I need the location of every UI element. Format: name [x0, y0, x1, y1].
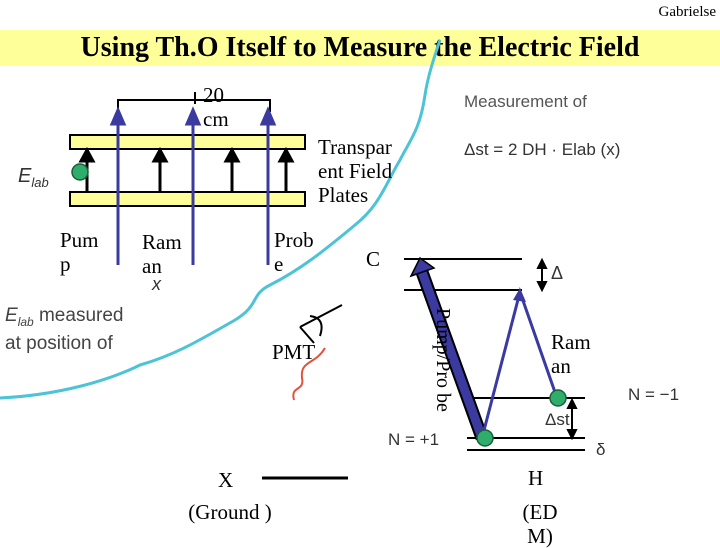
- delta-label: Δ: [551, 263, 564, 283]
- h-state-label: H: [528, 466, 544, 490]
- x-state-sub-label: (Ground ): [188, 500, 272, 524]
- molecule-n-plus: [476, 429, 494, 447]
- x-state-label: X: [218, 468, 234, 492]
- measurement-equation: Δst = 2 DH · Elab (x): [464, 140, 621, 159]
- molecule-flight-path: [0, 39, 442, 400]
- efield-label: Elab: [18, 165, 49, 190]
- n-plus-label: N = +1: [388, 430, 440, 449]
- pmt-eye-icon: [299, 304, 343, 344]
- distance-label: 20 cm: [203, 83, 229, 131]
- pump-beam-head: [109, 106, 127, 126]
- molecule-dot: [71, 163, 89, 181]
- field-arrows: [78, 146, 295, 191]
- delta-st-label: Δst: [545, 410, 570, 429]
- c-state-label: C: [366, 247, 381, 271]
- raman-beam-head: [184, 106, 202, 126]
- probe-beam-head: [259, 106, 277, 126]
- pump-probe-label: Pump/Pro be: [432, 308, 454, 412]
- top-field-plate: [69, 134, 306, 150]
- level-raman-label: Ram an: [551, 330, 591, 378]
- molecule-n-minus: [549, 389, 567, 407]
- pump-label: Pum p: [60, 228, 99, 276]
- pump-probe-arrow-head: [409, 256, 436, 278]
- title-banner: [0, 30, 720, 66]
- raman-label: Ram an: [142, 230, 182, 278]
- pmt-signal-wave: [292, 347, 326, 401]
- plates-label: Transpar ent Field Plates: [318, 135, 393, 207]
- measured-note-line2: at position of: [5, 333, 113, 354]
- probe-label: Prob e: [274, 228, 314, 276]
- x-axis-symbol: x: [152, 274, 161, 294]
- pmt-label: PMT: [272, 340, 316, 364]
- delta-small-label: δ: [596, 440, 606, 459]
- measurement-heading: Measurement of: [464, 92, 587, 111]
- bottom-field-plate: [69, 191, 306, 207]
- pmt-lens-icon: [309, 315, 323, 337]
- n-minus-label: N = −1: [628, 385, 680, 404]
- pump-probe-arrow: [417, 270, 487, 440]
- measured-note-line1: Elab measured: [5, 305, 124, 329]
- h-state-sub-label: (ED M): [522, 500, 558, 548]
- author-name: Gabrielse: [658, 4, 716, 20]
- page-title: Using Th.O Itself to Measure the Electri…: [80, 32, 640, 63]
